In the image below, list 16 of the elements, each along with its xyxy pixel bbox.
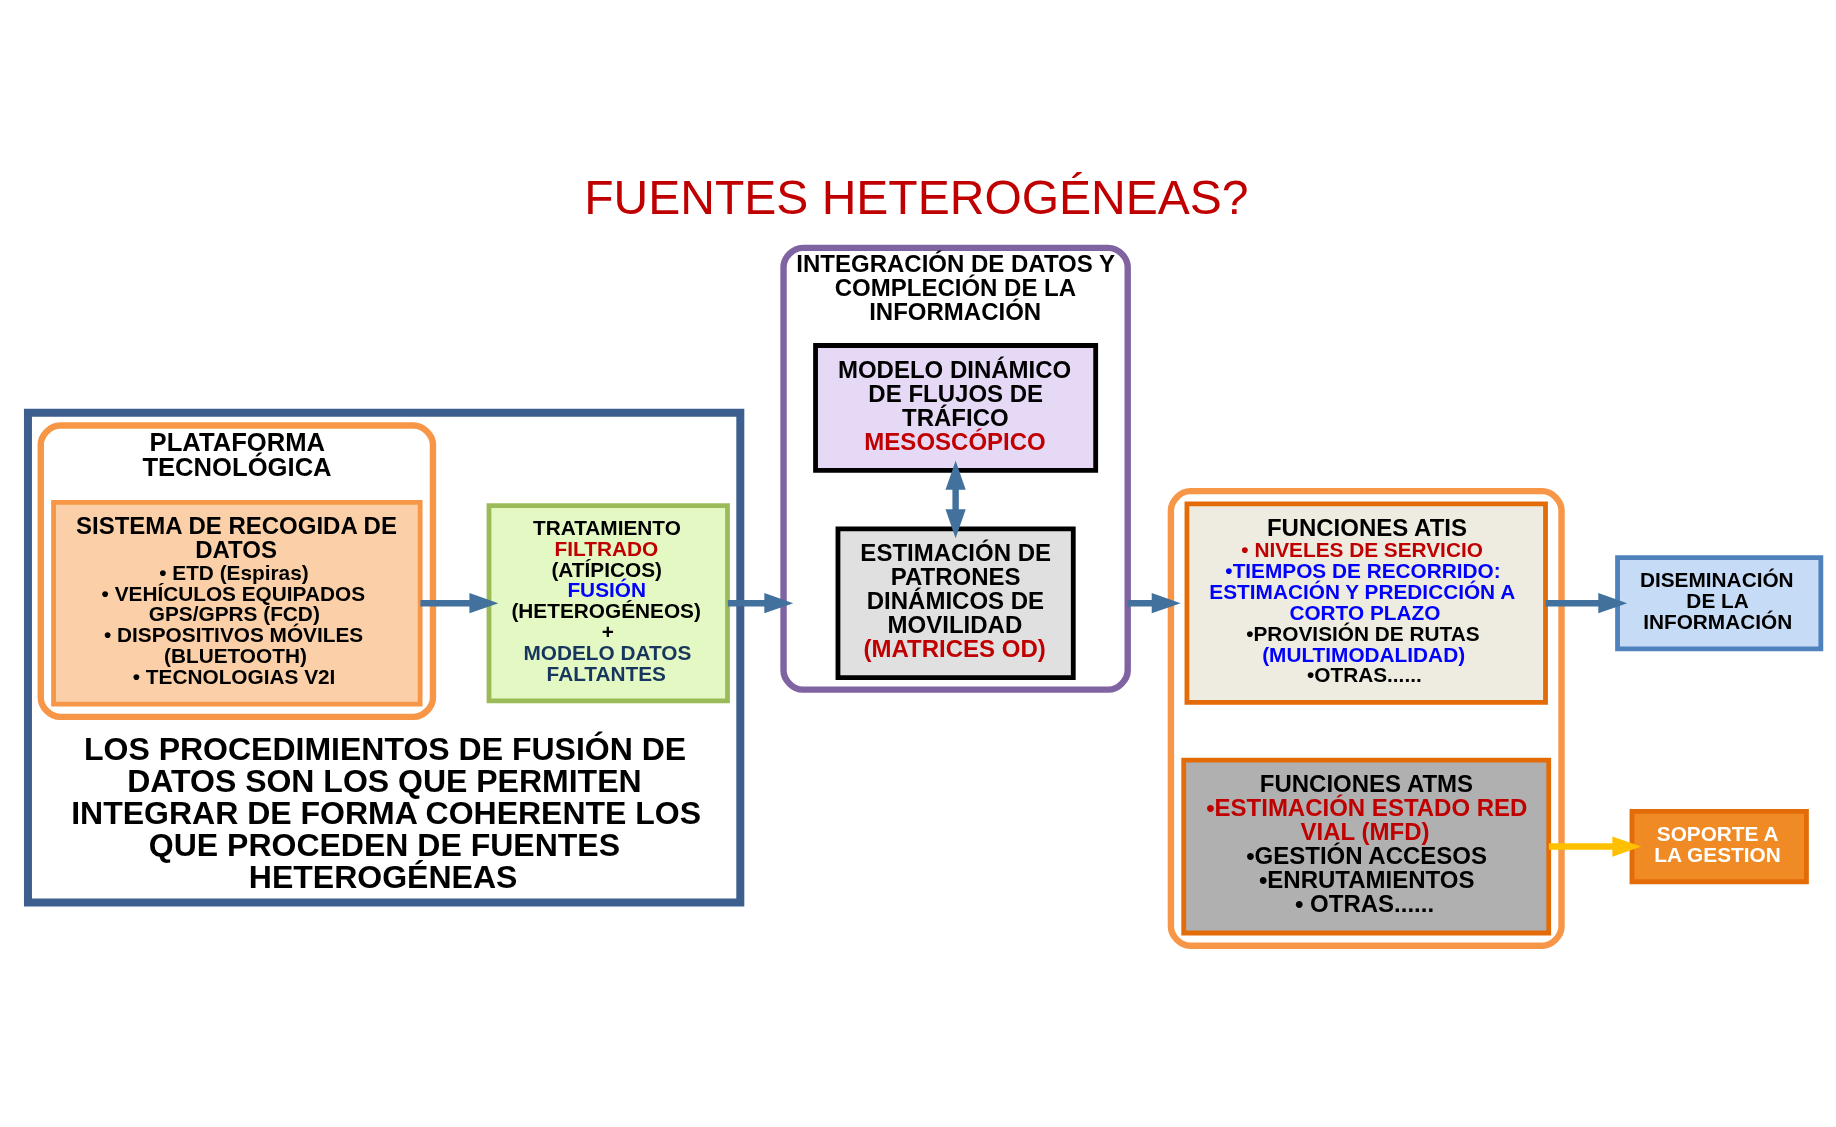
arrow bbox=[727, 592, 794, 613]
arrow bbox=[1548, 835, 1642, 857]
arrow bbox=[1127, 592, 1181, 613]
node-box: DISEMINACIÓN DE LA INFORMACIÓN bbox=[1615, 554, 1824, 651]
node-box: TRATAMIENTO FILTRADO (ATÍPICOS) FUSIÓN (HETEROGÉNEOS) + MODELO DATOS FALTANTES bbox=[486, 502, 730, 703]
node-box: SISTEMA DE RECOGIDA DE DATOS • ETD (Espiras) • VEHÍCULOS EQUIPADOS GPS/GPRS (FCD) • DISPOSITIVOS MÓVILES (BLUETOOTH) • TECNOLOGIAS V2I bbox=[51, 499, 423, 706]
diagram-title: FUENTES HETEROGÉNEAS? bbox=[584, 170, 1249, 224]
arrow bbox=[420, 592, 499, 613]
node-box: FUNCIONES ATIS • NIVELES DE SERVICIO •TIEMPOS DE RECORRIDO: ESTIMACIÓN Y PREDICCIÓN A CORTO PLAZO •PROVISIÓN DE RUTAS (MULTIMODALIDAD) •OTRAS...... bbox=[1184, 501, 1548, 705]
arrow bbox=[945, 460, 966, 538]
node-box: MODELO DINÁMICO DE FLUJOS DE TRÁFICO MESOSCÓPICO bbox=[813, 342, 1099, 473]
node-box: SOPORTE A LA GESTION bbox=[1629, 808, 1809, 884]
node-box: FUNCIONES ATMS •ESTIMACIÓN ESTADO RED VIAL (MFD) •GESTIÓN ACCESOS •ENRUTAMIENTOS • OTRAS...... bbox=[1181, 757, 1552, 935]
node-box: ESTIMACIÓN DE PATRONES DINÁMICOS DE MOVILIDAD (MATRICES OD) bbox=[835, 525, 1076, 680]
cluster bbox=[1167, 487, 1565, 949]
arrow bbox=[1545, 592, 1628, 613]
